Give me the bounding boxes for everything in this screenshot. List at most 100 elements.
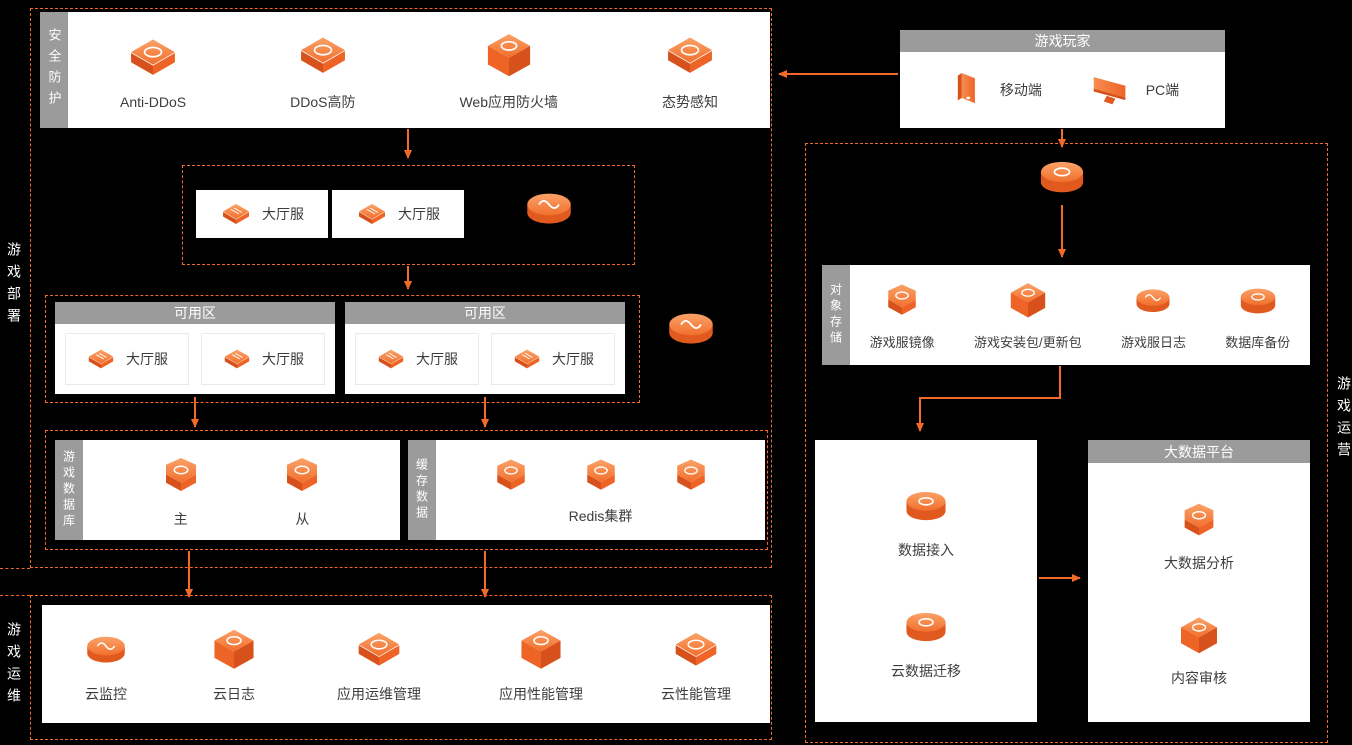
app-ops-icon (354, 625, 404, 675)
cloud-monitor-icon (81, 625, 131, 675)
database-panel-title: 游戏数据库 (55, 440, 83, 540)
lobby-server: 大厅服 (65, 333, 189, 385)
database-item-label: 主 (173, 510, 188, 527)
cache-panel-title: 缓存数据 (408, 440, 436, 540)
player-item-label: PC端 (1145, 82, 1180, 98)
bigdata-item: 大数据分析 (1164, 498, 1234, 573)
dataflow-item-label: 云数据迁移 (891, 663, 961, 679)
app-performance-icon (516, 625, 566, 675)
lobby-server-label: 大厅服 (416, 351, 458, 367)
ops-border-left-stub (0, 595, 30, 596)
player-item: 移动端 (946, 69, 1042, 111)
bigdata-item: 内容审核 (1171, 613, 1227, 688)
storage-item: 游戏安装包/更新包 (974, 279, 1082, 351)
player-item-label: 移动端 (999, 82, 1042, 98)
storage-item-label: 游戏安装包/更新包 (974, 335, 1082, 350)
storage-item: 游戏服镜像 (870, 279, 935, 351)
ops-item: 云日志 (209, 625, 259, 704)
anti-ddos-icon (126, 31, 180, 85)
install-package-icon (1006, 279, 1050, 323)
players-panel: 游戏玩家 移动端 PC端 (900, 30, 1225, 128)
deploy-border-left-stub (0, 568, 30, 569)
lobby-server: 大厅服 (201, 333, 325, 385)
availability-zone-title: 可用区 (55, 302, 335, 324)
load-balancer-icon (520, 180, 578, 238)
players-panel-title: 游戏玩家 (900, 30, 1225, 52)
ops-region-border (30, 595, 772, 740)
security-item-label: Web应用防火墙 (459, 93, 558, 110)
server-icon (222, 344, 252, 374)
server-icon (220, 198, 252, 230)
lobby-server-label: 大厅服 (126, 351, 168, 367)
ops-item: 云监控 (81, 625, 131, 704)
lobby-server: 大厅服 (491, 333, 615, 385)
zones-border (45, 295, 640, 403)
lobby-server: 大厅服 (355, 333, 479, 385)
ddos-protection-icon (296, 29, 350, 83)
availability-zone: 可用区 大厅服 大厅服 (345, 302, 625, 394)
ops-item-label: 云日志 (213, 685, 255, 702)
security-item-label: 态势感知 (661, 93, 718, 110)
content-review-icon (1176, 613, 1222, 659)
slave-db-icon (278, 452, 326, 500)
bigdata-panel: 大数据平台 大数据分析 内容审核 (1088, 440, 1310, 722)
dataflow-item: 数据接入 (898, 481, 954, 560)
lobby-server: 大厅服 (196, 190, 328, 238)
load-balancer-icon (662, 300, 720, 358)
dataflow-item: 云数据迁移 (891, 602, 961, 681)
storage-item-label: 游戏服日志 (1120, 335, 1186, 350)
ops-panel: 云监控 云日志 应用运维管理 应用性能管理 云性能管理 (42, 605, 770, 723)
database-item: 从 (278, 452, 326, 529)
ops-item: 应用运维管理 (337, 625, 421, 704)
security-item: Anti-DDoS (120, 31, 186, 110)
deploy-region-label: 游戏部署 (6, 242, 22, 330)
lobby-server: 大厅服 (332, 190, 464, 238)
cloud-log-icon (209, 625, 259, 675)
server-icon (356, 198, 388, 230)
lobby-server-label: 大厅服 (262, 351, 304, 367)
data-access-icon (901, 481, 951, 531)
cache-panel: 缓存数据 Redis集群 (408, 440, 765, 540)
ops-item: 云性能管理 (661, 625, 731, 704)
redis-node-icon (489, 454, 533, 498)
deploy-region-border (30, 8, 772, 568)
operate-region-border (805, 143, 1328, 743)
cache-cluster-label: Redis集群 (568, 508, 633, 524)
redis-node-icon (669, 454, 713, 498)
ops-item-label: 云性能管理 (661, 685, 731, 702)
data-migration-icon (901, 602, 951, 652)
security-panel-title: 安全防护 (40, 12, 68, 128)
storage-item: 数据库备份 (1225, 279, 1290, 351)
redis-node-icon (579, 454, 623, 498)
data-ingest-panel: 数据接入 云数据迁移 (815, 440, 1037, 722)
situation-awareness-icon (663, 29, 717, 83)
master-db-icon (157, 452, 205, 500)
storage-item-label: 游戏服镜像 (869, 335, 935, 350)
database-item-label: 从 (295, 510, 310, 527)
availability-zone: 可用区 大厅服 大厅服 (55, 302, 335, 394)
bigdata-analysis-icon (1176, 498, 1222, 544)
lobby-server-label: 大厅服 (262, 206, 304, 222)
ops-item-label: 应用性能管理 (499, 685, 583, 702)
cdn-icon (1035, 150, 1089, 204)
cloud-performance-icon (671, 625, 721, 675)
dataflow-item-label: 数据接入 (898, 542, 954, 558)
bigdata-item-label: 大数据分析 (1164, 554, 1234, 571)
security-item: 态势感知 (662, 29, 718, 112)
storage-item-label: 数据库备份 (1225, 335, 1291, 350)
storage-panel: 对象存储 游戏服镜像 游戏安装包/更新包 游戏服日志 数据库备份 (822, 265, 1310, 365)
security-item: DDoS高防 (290, 29, 355, 112)
storage-item: 游戏服日志 (1121, 279, 1186, 351)
ops-item-label: 云监控 (85, 685, 127, 702)
database-item: 主 (157, 452, 205, 529)
security-item-label: DDoS高防 (290, 93, 356, 110)
security-panel: 安全防护 Anti-DDoS DDoS高防 Web应用防火墙 态势感知 (40, 12, 770, 128)
availability-zone-title: 可用区 (345, 302, 625, 324)
server-image-icon (880, 279, 924, 323)
player-item: PC端 (1088, 67, 1179, 113)
security-item: Web应用防火墙 (459, 29, 558, 112)
mobile-icon (946, 69, 988, 111)
operate-region-label: 游戏运营 (1336, 376, 1352, 464)
pc-icon (1088, 67, 1134, 113)
